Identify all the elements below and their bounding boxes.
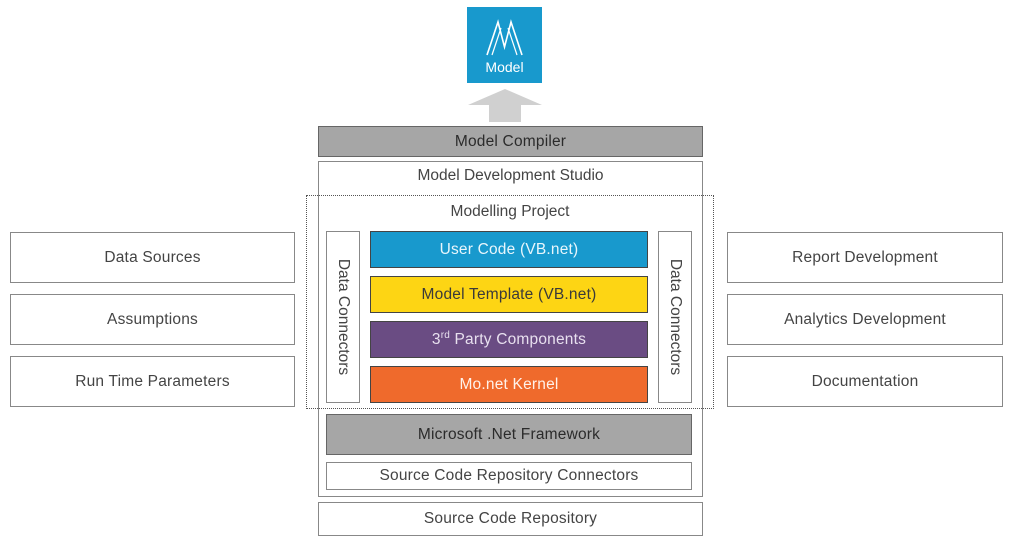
source-code-repository-box: Source Code Repository: [318, 502, 703, 536]
up-arrow-icon: [468, 89, 542, 122]
third-party-components-box: 3rd Party Components: [370, 321, 648, 358]
report-development-box: Report Development: [727, 232, 1003, 283]
data-connectors-left-label: Data Connectors: [335, 258, 352, 376]
analytics-development-box: Analytics Development: [727, 294, 1003, 345]
model-development-studio-label: Model Development Studio: [417, 167, 604, 184]
repo-connectors-label: Source Code Repository Connectors: [379, 467, 639, 484]
kernel-box: Mo.net Kernel: [370, 366, 648, 403]
third-party-components-label: 3rd Party Components: [431, 329, 587, 348]
data-sources-label: Data Sources: [104, 248, 201, 266]
run-time-parameters-label: Run Time Parameters: [75, 372, 230, 390]
repo-connectors-box: Source Code Repository Connectors: [326, 462, 692, 490]
model-compiler-box: Model Compiler: [318, 126, 703, 157]
data-connectors-left: Data Connectors: [326, 231, 360, 403]
user-code-label: User Code (VB.net): [439, 240, 579, 258]
report-development-label: Report Development: [792, 248, 938, 266]
modelling-project-label: Modelling Project: [450, 203, 570, 220]
analytics-development-label: Analytics Development: [784, 310, 946, 328]
kernel-label: Mo.net Kernel: [459, 375, 559, 393]
model-template-box: Model Template (VB.net): [370, 276, 648, 313]
model-compiler-label: Model Compiler: [454, 132, 567, 150]
data-sources-box: Data Sources: [10, 232, 295, 283]
model-development-studio-container: [318, 161, 703, 497]
documentation-box: Documentation: [727, 356, 1003, 407]
modelling-project-container: [306, 195, 714, 409]
dotnet-framework-label: Microsoft .Net Framework: [417, 425, 601, 443]
source-code-repository-label: Source Code Repository: [423, 510, 598, 527]
assumptions-label: Assumptions: [107, 310, 198, 328]
model-logo-text: Model: [485, 59, 524, 75]
dotnet-framework-box: Microsoft .Net Framework: [326, 414, 692, 455]
user-code-box: User Code (VB.net): [370, 231, 648, 268]
data-connectors-right: Data Connectors: [658, 231, 692, 403]
run-time-parameters-box: Run Time Parameters: [10, 356, 295, 407]
model-logo: Model: [467, 7, 542, 83]
model-template-label: Model Template (VB.net): [421, 285, 597, 303]
documentation-label: Documentation: [811, 372, 919, 390]
model-logo-icon: [486, 19, 523, 56]
data-connectors-right-label: Data Connectors: [667, 258, 684, 376]
assumptions-box: Assumptions: [10, 294, 295, 345]
